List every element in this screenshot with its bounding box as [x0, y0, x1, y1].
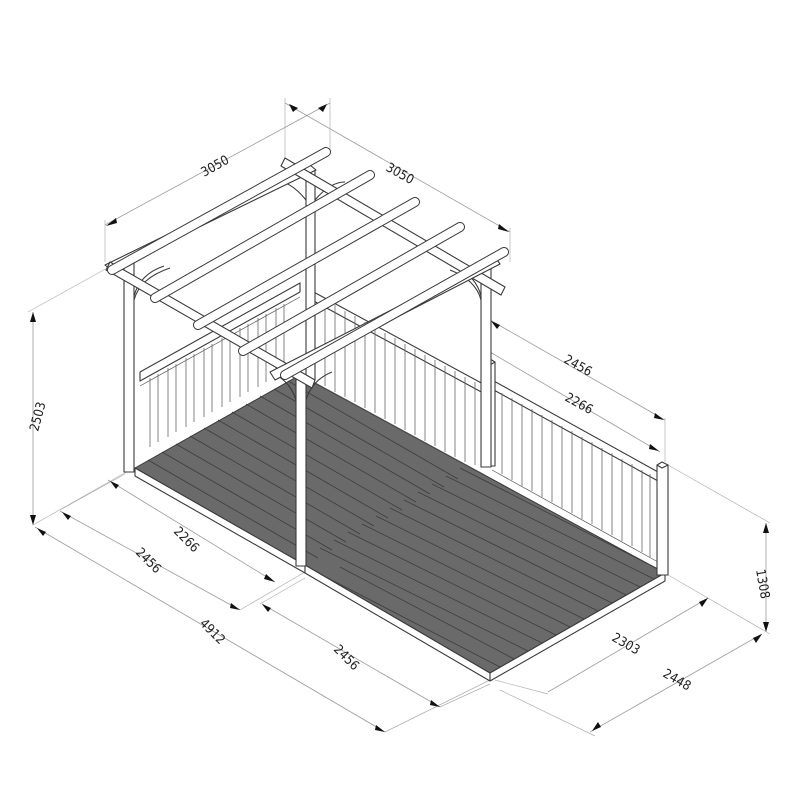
dim-front-left-inner: 2266 [170, 524, 202, 556]
post-front [295, 377, 307, 567]
dim-side-rail-inner: 2266 [562, 390, 595, 418]
deck-boards [147, 380, 661, 668]
dim-deck-depth-inner: 2303 [609, 630, 642, 658]
post-right [480, 261, 492, 468]
dim-front-right: 2456 [330, 642, 362, 674]
balustrade-right-side [484, 358, 669, 576]
post-left [123, 261, 135, 473]
dimension-lines [27, 98, 771, 737]
dim-front-left-outer: 2456 [132, 545, 164, 577]
deck [133, 374, 667, 682]
dim-pergola-width: 3050 [199, 153, 232, 181]
dim-overall-length: 4912 [196, 616, 228, 648]
dim-pergola-height: 2503 [27, 400, 49, 433]
rafters [107, 147, 509, 380]
dim-balustrade-height: 1308 [752, 568, 772, 600]
rail-post-end [656, 464, 669, 576]
dim-pergola-depth: 3050 [383, 160, 416, 188]
dim-side-rail-outer: 2456 [561, 352, 594, 380]
dim-deck-depth-outer: 2448 [660, 666, 693, 694]
